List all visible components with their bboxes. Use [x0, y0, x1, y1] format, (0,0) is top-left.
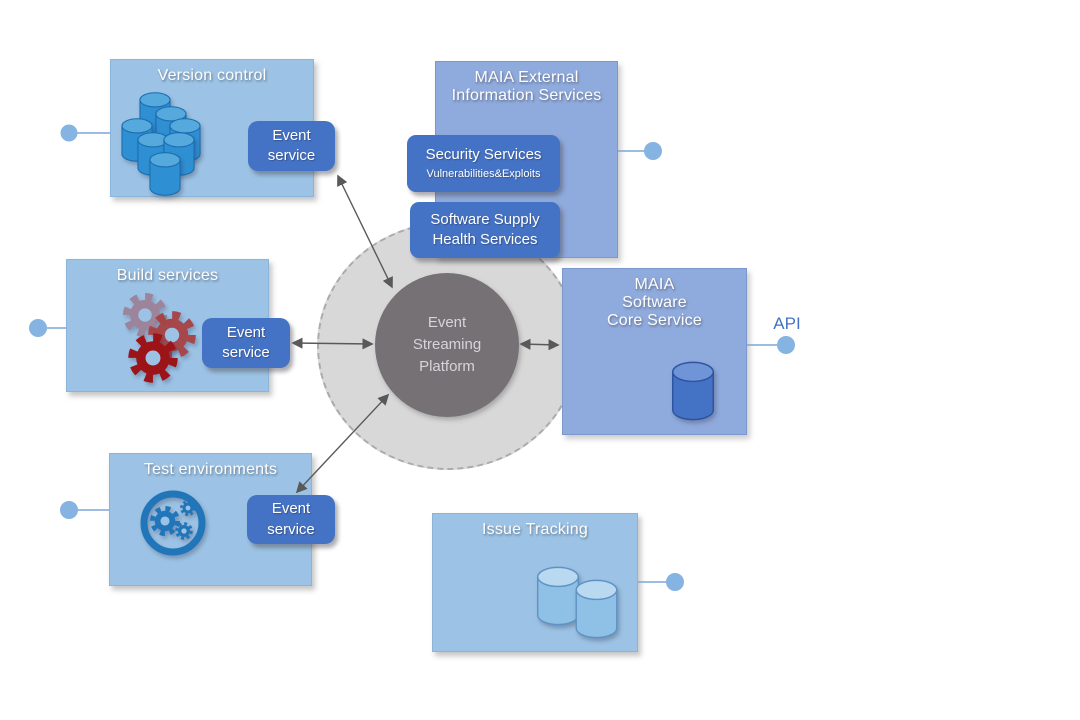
test-environments-title: Test environments	[143, 461, 278, 478]
connector-dot-maia-external	[644, 142, 662, 160]
build-services-title: Build services	[116, 267, 219, 284]
connector-dot-test-environments	[60, 501, 78, 519]
event-streaming-platform-label: Event Streaming Platform	[412, 314, 482, 375]
maia-core-box: MAIA Software Core Service	[562, 268, 747, 435]
version-control-title: Version control	[157, 67, 267, 84]
maia-external-title: MAIA External Information Services	[451, 69, 602, 104]
security-services-label: Security Services	[425, 146, 542, 164]
security-services-button: Security Services Vulnerabilities&Exploi…	[407, 135, 560, 192]
connector-dot-api	[777, 336, 795, 354]
connector-dot-build-services	[29, 319, 47, 337]
database-cylinder-icon	[147, 151, 183, 197]
gears-badge-icon	[140, 490, 206, 556]
gear-icon	[125, 330, 181, 386]
connector-dot-issue-tracking	[666, 573, 684, 591]
security-services-sublabel: Vulnerabilities&Exploits	[426, 167, 541, 180]
build-services-event-service-button: Event service	[202, 318, 290, 368]
software-supply-health-button: Software Supply Health Services	[410, 202, 560, 258]
event-streaming-platform-circle: Event Streaming Platform	[375, 273, 519, 417]
test-environments-event-service-button: Event service	[247, 495, 335, 544]
issue-tracking-title: Issue Tracking	[482, 521, 588, 538]
database-icon	[663, 360, 723, 422]
connector-dot-version-control	[60, 124, 78, 142]
api-label: API	[773, 314, 801, 333]
maia-core-title: MAIA Software Core Service	[607, 276, 702, 329]
database-cylinder-icon	[570, 578, 623, 640]
version-control-event-service-button: Event service	[248, 121, 335, 171]
